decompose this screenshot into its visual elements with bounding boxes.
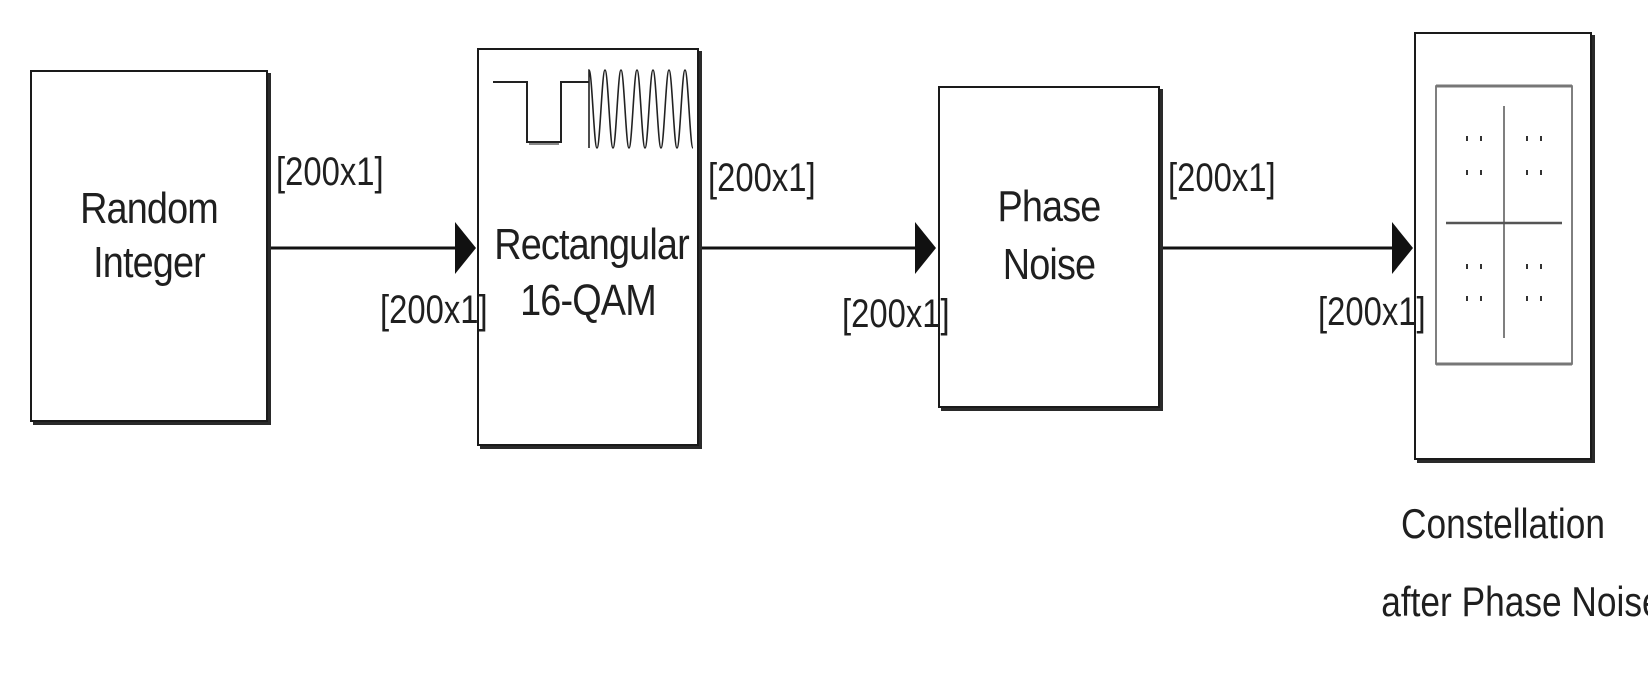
phase-noise-label-line1: Phase bbox=[997, 182, 1101, 231]
signal-dimension-label: [200x1] bbox=[276, 150, 384, 194]
constellation-plot-icon bbox=[1435, 84, 1573, 366]
signal-dimension-label: [200x1] bbox=[1318, 290, 1426, 334]
arrowhead-icon bbox=[455, 222, 476, 274]
constellation-caption-line2: after Phase Noise bbox=[1381, 578, 1648, 625]
qam-label-line1: Rectangular bbox=[494, 220, 689, 269]
signal-line-3[interactable] bbox=[1160, 222, 1413, 274]
signal-dimension-label: [200x1] bbox=[842, 292, 950, 336]
constellation-scope-block[interactable] bbox=[1414, 32, 1592, 460]
arrowhead-icon bbox=[915, 222, 936, 274]
constellation-caption-line1: Constellation bbox=[1401, 500, 1605, 547]
modulation-waveform-icon bbox=[493, 69, 694, 149]
phase-noise-label-line2: Noise bbox=[1002, 240, 1096, 289]
random-integer-label-line1: Random bbox=[80, 184, 219, 233]
rectangular-16qam-block[interactable]: Rectangular 16-QAM bbox=[477, 48, 699, 446]
phase-noise-block[interactable]: Phase Noise bbox=[938, 86, 1160, 408]
qam-label-line2: 16-QAM bbox=[520, 276, 657, 325]
signal-dimension-label: [200x1] bbox=[380, 288, 488, 332]
signal-dimension-label: [200x1] bbox=[1168, 156, 1276, 200]
signal-line-1[interactable] bbox=[270, 222, 476, 274]
random-integer-block[interactable]: Random Integer bbox=[30, 70, 268, 422]
signal-dimension-label: [200x1] bbox=[708, 156, 816, 200]
signal-line-2[interactable] bbox=[700, 222, 936, 274]
arrowhead-icon bbox=[1392, 222, 1413, 274]
random-integer-label-line2: Integer bbox=[93, 238, 206, 287]
